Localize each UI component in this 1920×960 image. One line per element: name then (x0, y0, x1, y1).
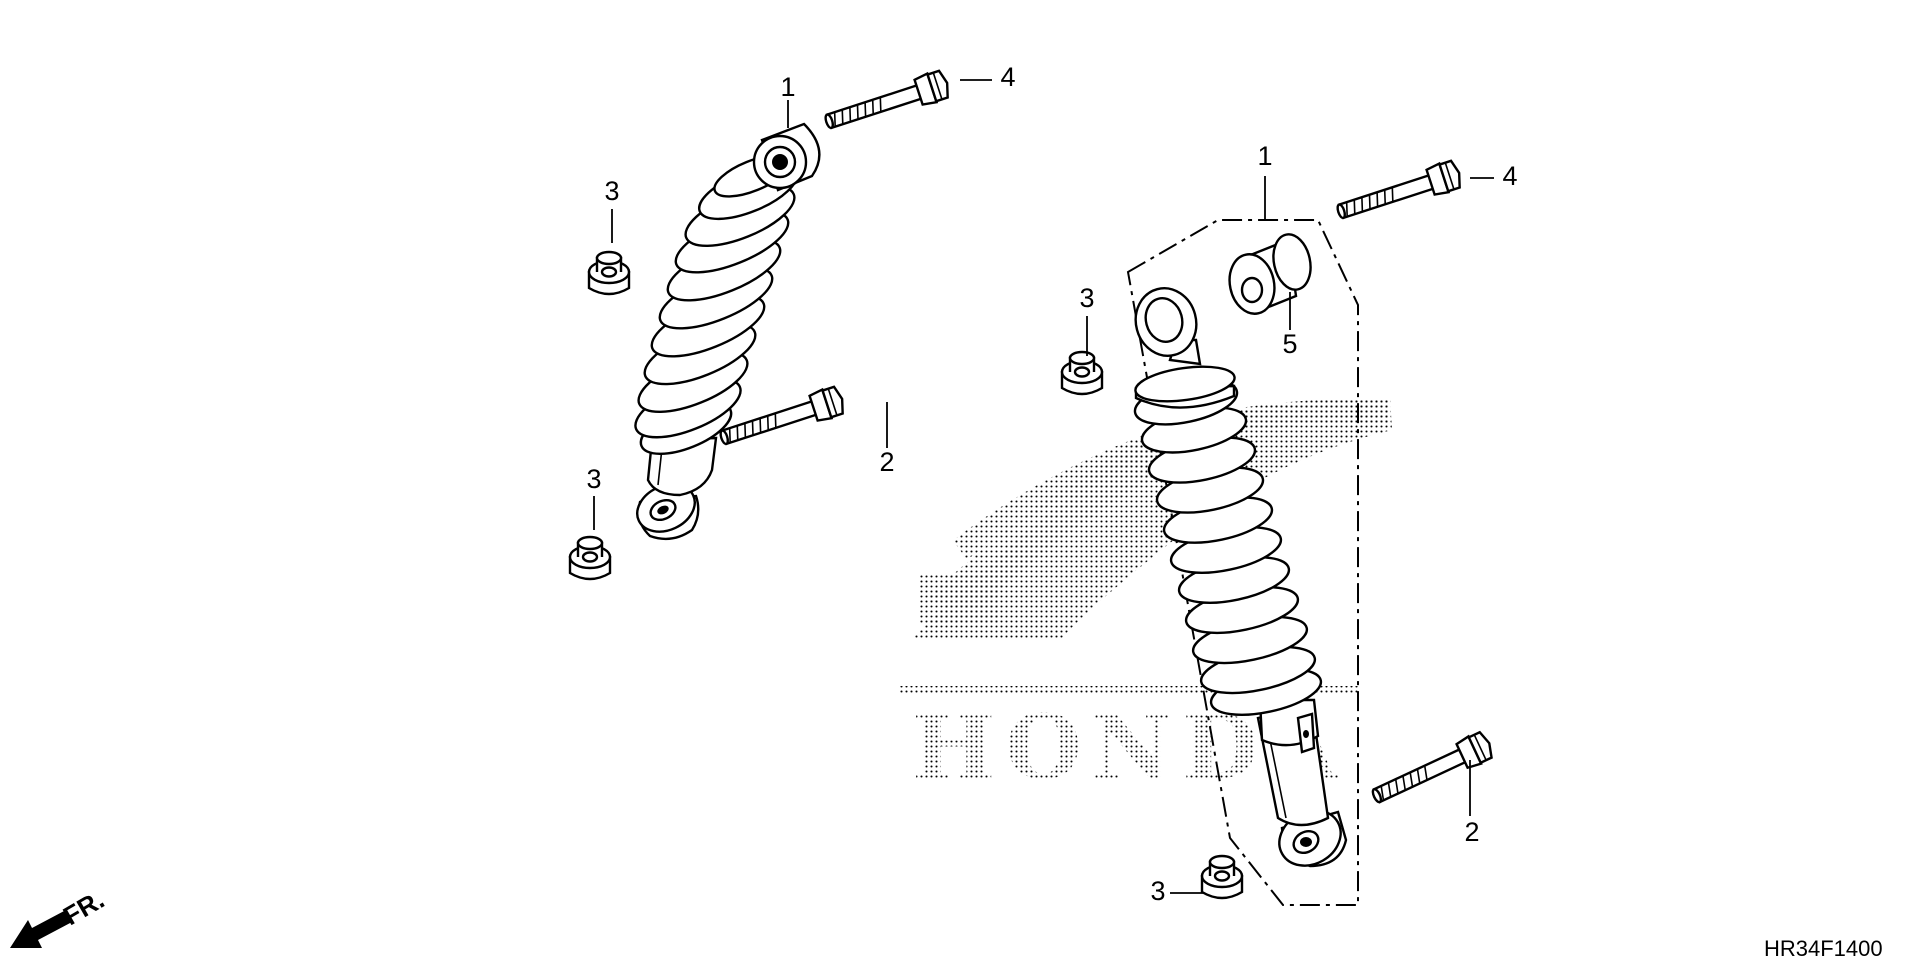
callout-left-bolt-4: 4 (1000, 62, 1015, 92)
right-lower-bolt (1366, 728, 1497, 812)
left-flange-nut-upper (587, 250, 631, 296)
right-flange-nut-upper (1060, 350, 1104, 396)
callout-left-shock: 1 (780, 72, 795, 102)
callout-right-shock: 1 (1257, 141, 1272, 171)
callout-left-nut-lower: 3 (586, 464, 601, 494)
right-flange-nut-lower (1200, 854, 1244, 900)
callout-left-bolt-2: 2 (879, 447, 894, 477)
left-flange-nut-lower (568, 535, 612, 581)
callout-right-bushing-5: 5 (1282, 329, 1297, 359)
callout-right-nut-upper: 3 (1079, 283, 1094, 313)
right-spring (1133, 378, 1317, 695)
front-direction-arrow-icon (10, 910, 72, 948)
right-shock-absorber (1133, 287, 1348, 868)
callout-right-bolt-4: 4 (1502, 161, 1517, 191)
assembly-boundary (1126, 219, 1359, 906)
right-bushing (1228, 233, 1312, 315)
callout-right-bolt-2: 2 (1464, 817, 1479, 847)
callout-left-nut-upper: 3 (604, 176, 619, 206)
callout-right-nut-lower: 3 (1150, 876, 1165, 906)
left-upper-bolt (820, 67, 953, 138)
left-spring (634, 154, 798, 439)
left-shock-absorber (634, 122, 821, 541)
diagram-code: HR34F1400 (1764, 936, 1883, 960)
right-upper-bolt (1332, 157, 1465, 228)
